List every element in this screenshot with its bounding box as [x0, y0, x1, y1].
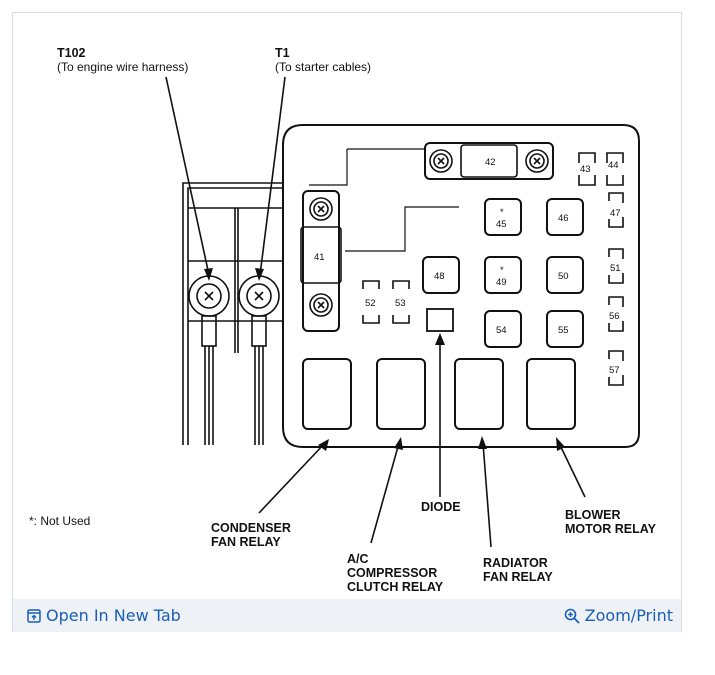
left-bracket	[182, 182, 283, 445]
t102-id: T102	[57, 46, 86, 60]
fuse-box-outline	[282, 124, 640, 448]
blower-label-2: MOTOR RELAY	[565, 522, 657, 536]
t102-desc: (To engine wire harness)	[57, 60, 188, 74]
terminal-t102	[188, 275, 230, 445]
fuse-50: 50	[546, 256, 584, 294]
zoom-in-icon	[564, 608, 580, 624]
fuse-57-label: 57	[609, 365, 620, 376]
t102-leader	[165, 76, 210, 276]
fuse-50-label: 50	[558, 271, 569, 282]
open-in-new-tab-icon	[27, 608, 41, 623]
fuse-54: 54	[484, 310, 522, 348]
ac-leader	[370, 442, 400, 544]
fuse-45: * 45	[484, 198, 522, 236]
fuse-54-label: 54	[496, 325, 507, 336]
t1-desc: (To starter cables)	[275, 60, 371, 74]
fuse-box-diagram: T102 (To engine wire harness) T1 (To sta…	[29, 46, 657, 594]
fuse-55-label: 55	[558, 325, 569, 336]
radiator-leader	[482, 442, 492, 548]
radiator-label-1: RADIATOR	[483, 556, 548, 570]
ac-label-1: A/C	[347, 552, 369, 566]
fuse-48: 48	[422, 256, 460, 294]
zoom-print-button[interactable]: Zoom/Print	[564, 606, 673, 625]
blower-leader	[558, 442, 586, 498]
radiator-fan-relay	[454, 358, 504, 430]
open-in-new-tab-label: Open In New Tab	[46, 606, 181, 625]
fuse-43-label: 43	[580, 164, 591, 175]
ac-compressor-clutch-relay	[376, 358, 426, 430]
diode-socket	[426, 308, 454, 332]
fuse-46: 46	[546, 198, 584, 236]
fuse-47: 47	[608, 192, 624, 228]
diode-label: DIODE	[421, 500, 461, 514]
fuse-52: 52	[362, 280, 380, 324]
card-footer: Open In New Tab Zoom/Print	[13, 599, 681, 632]
fuse-42-label: 42	[485, 157, 496, 168]
t1-leader	[259, 76, 286, 276]
open-in-new-tab-button[interactable]: Open In New Tab	[27, 606, 181, 625]
fuse-56-label: 56	[609, 311, 620, 322]
fuse-49-star: *	[500, 265, 504, 276]
ac-label-2: COMPRESSOR	[347, 566, 437, 580]
condenser-fan-relay	[302, 358, 352, 430]
fuse-45-label: 45	[496, 219, 507, 230]
radiator-label-2: FAN RELAY	[483, 570, 553, 584]
fuse-51: 51	[608, 248, 624, 284]
fuse-41: 41	[300, 190, 342, 332]
condenser-label-1: CONDENSER	[211, 521, 291, 535]
fuse-43: 43	[578, 152, 596, 186]
blower-motor-relay	[526, 358, 576, 430]
fuse-49: * 49	[484, 256, 522, 294]
fuse-56: 56	[608, 296, 624, 332]
not-used-note: *: Not Used	[29, 514, 90, 528]
condenser-label-2: FAN RELAY	[211, 535, 281, 549]
fuse-52-label: 52	[365, 298, 376, 309]
zoom-print-label: Zoom/Print	[584, 606, 673, 625]
diagram-card: T102 (To engine wire harness) T1 (To sta…	[12, 12, 682, 632]
fuse-55: 55	[546, 310, 584, 348]
terminal-t1	[238, 275, 280, 445]
blower-label-1: BLOWER	[565, 508, 621, 522]
fuse-53: 53	[392, 280, 410, 324]
fuse-53-label: 53	[395, 298, 406, 309]
fuse-57: 57	[608, 350, 624, 386]
fuse-49-label: 49	[496, 277, 507, 288]
fuse-42: 42	[424, 142, 554, 180]
fuse-45-star: *	[500, 207, 504, 218]
fuse-51-label: 51	[610, 263, 621, 274]
fuse-44: 44	[606, 152, 624, 186]
condenser-leader	[258, 442, 326, 514]
ac-label-3: CLUTCH RELAY	[347, 580, 444, 594]
fuse-46-label: 46	[558, 213, 569, 224]
t1-id: T1	[275, 46, 290, 60]
fuse-41-label: 41	[314, 252, 325, 263]
fuse-44-label: 44	[608, 160, 619, 171]
fuse-48-label: 48	[434, 271, 445, 282]
fuse-47-label: 47	[610, 208, 621, 219]
